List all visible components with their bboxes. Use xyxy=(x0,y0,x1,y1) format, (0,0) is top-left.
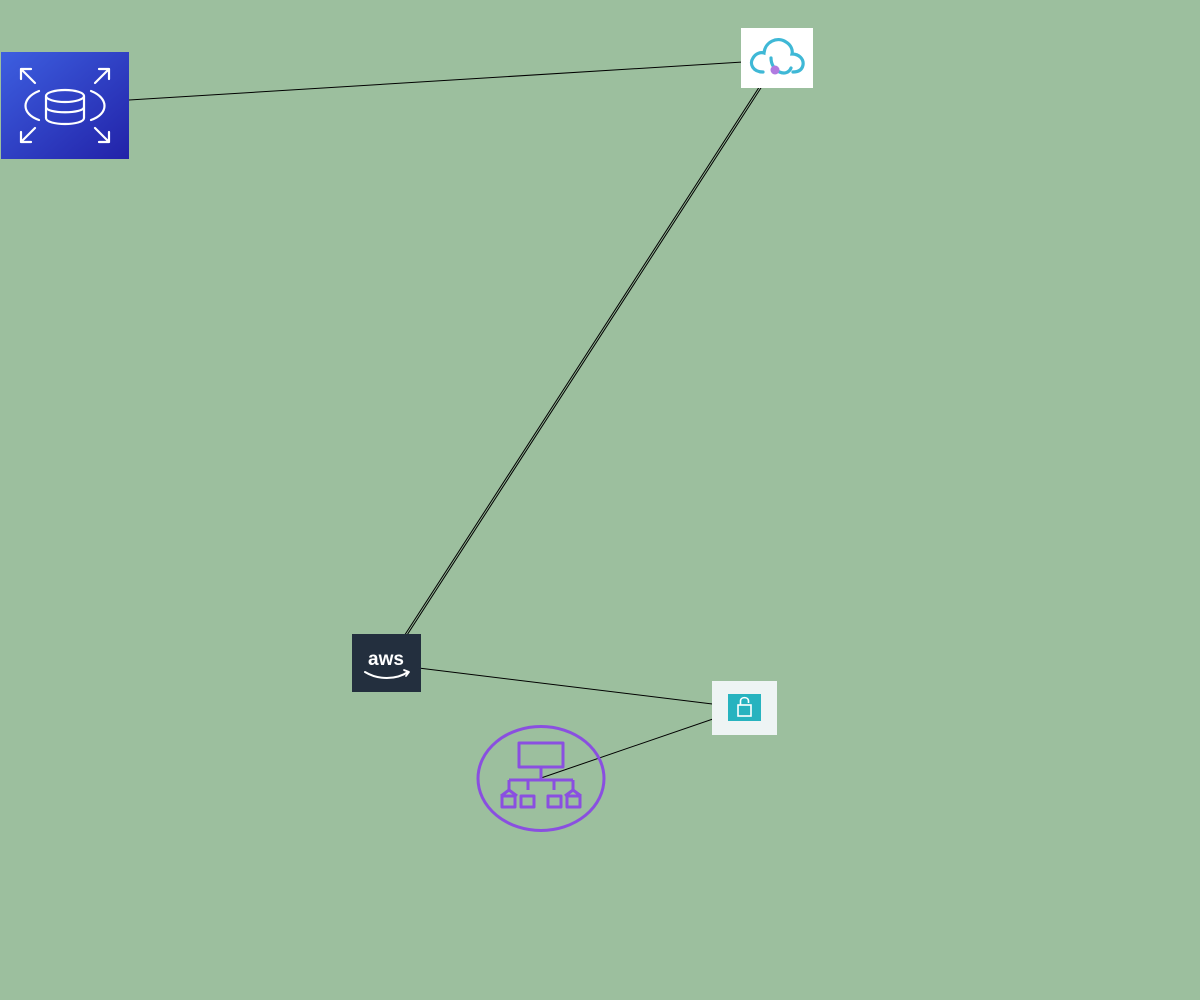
edge-cloud-to-aws[interactable] xyxy=(386,59,780,667)
cloud-icon xyxy=(741,28,813,88)
organization-node[interactable] xyxy=(476,724,607,833)
edge-cloud-to-rds[interactable] xyxy=(63,59,777,108)
cloud-node[interactable] xyxy=(741,28,813,88)
aws-logo-icon: aws xyxy=(352,634,421,692)
aws-node[interactable]: aws xyxy=(352,634,421,692)
padlock-icon xyxy=(712,681,777,735)
lock-node[interactable] xyxy=(712,681,777,735)
database-scaling-icon xyxy=(1,52,129,159)
hierarchy-icon xyxy=(476,725,606,832)
database-node[interactable] xyxy=(1,52,129,159)
edge-aws-to-cloud[interactable] xyxy=(385,57,779,665)
aws-label: aws xyxy=(368,649,404,670)
edge-aws-to-lock[interactable] xyxy=(385,663,746,711)
